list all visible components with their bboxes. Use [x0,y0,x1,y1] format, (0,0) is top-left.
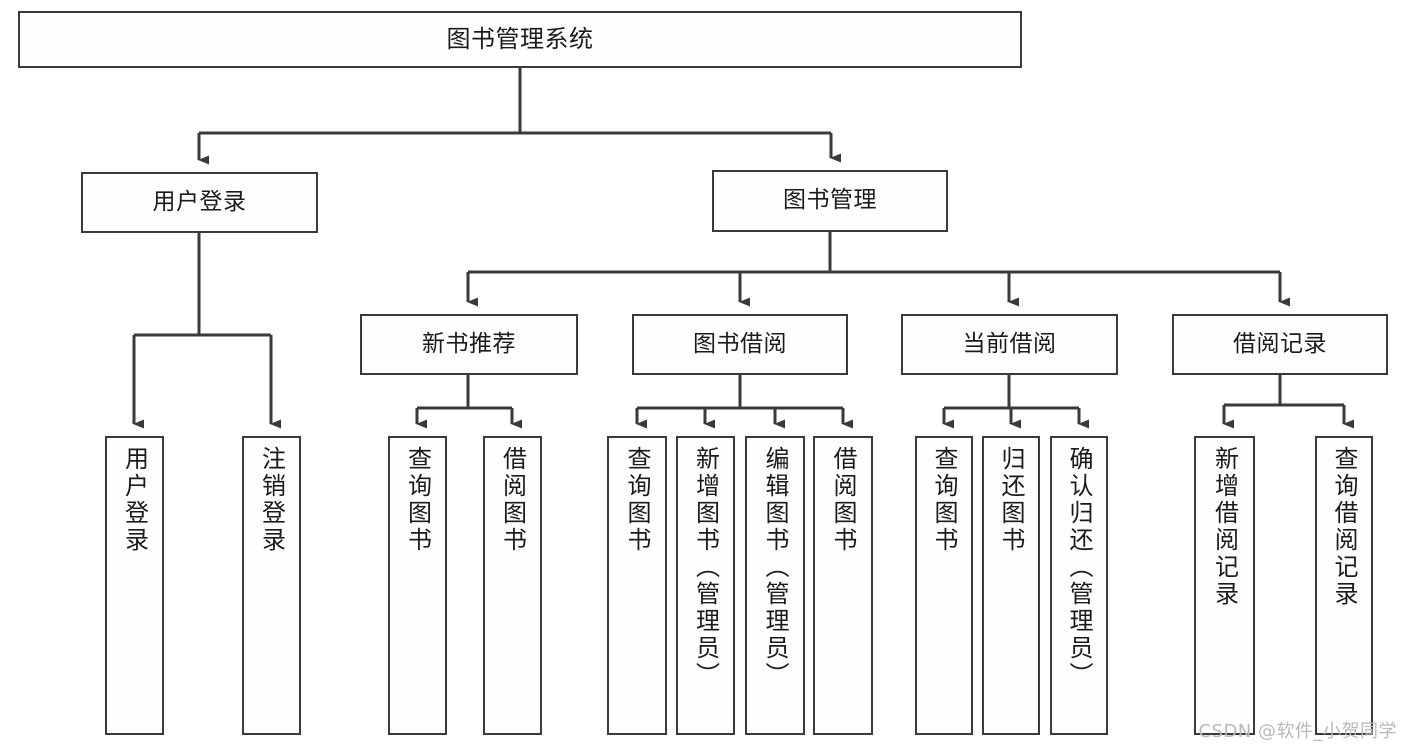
node-leaf-confirm-return[interactable]: 确认归还（管理员） [1050,436,1108,735]
node-leaf-logout[interactable]: 注销登录 [242,436,301,735]
node-label: 用户登录 [152,188,247,215]
node-label: 用户登录 [120,446,149,554]
node-leaf-query-borrow-record[interactable]: 查询借阅记录 [1315,436,1373,735]
node-leaf-add-book[interactable]: 新增图书（管理员） [676,436,735,735]
node-leaf-query-book-borrow[interactable]: 查询图书 [607,436,667,735]
node-label: 图书管理系统 [446,25,594,54]
node-label: 确认归还（管理员） [1065,446,1093,689]
node-leaf-add-borrow-record[interactable]: 新增借阅记录 [1194,436,1255,735]
node-leaf-borrow-book-recommend[interactable]: 借阅图书 [483,436,542,735]
node-label: 借阅记录 [1233,330,1327,357]
node-new-book-recommend[interactable]: 新书推荐 [360,314,578,375]
node-label: 借阅图书 [829,446,857,554]
node-book-manage[interactable]: 图书管理 [712,170,948,232]
node-leaf-borrow-book[interactable]: 借阅图书 [813,436,873,735]
node-leaf-query-book-current[interactable]: 查询图书 [915,436,973,735]
node-label: 查询图书 [403,446,432,554]
node-label: 新增图书（管理员） [691,446,720,689]
node-label: 编辑图书（管理员） [761,446,789,689]
node-label: 当前借阅 [962,330,1057,357]
watermark: CSDN @软件_小贺同学 [1198,721,1397,742]
node-label: 图书管理 [783,187,877,214]
node-borrow-record[interactable]: 借阅记录 [1172,314,1388,375]
node-root-system[interactable]: 图书管理系统 [18,11,1022,68]
node-label: 新增借阅记录 [1210,446,1239,608]
node-label: 查询图书 [930,446,958,554]
node-user-login[interactable]: 用户登录 [81,172,318,233]
node-leaf-query-book-recommend[interactable]: 查询图书 [388,436,447,735]
node-book-borrow[interactable]: 图书借阅 [632,314,848,375]
node-label: 归还图书 [997,446,1025,554]
node-label: 图书借阅 [693,330,787,357]
node-current-borrow[interactable]: 当前借阅 [901,314,1118,375]
node-label: 借阅图书 [498,446,527,554]
node-leaf-edit-book[interactable]: 编辑图书（管理员） [745,436,805,735]
node-label: 查询图书 [623,446,651,554]
node-label: 注销登录 [257,446,286,554]
node-leaf-user-login[interactable]: 用户登录 [105,436,164,735]
node-label: 查询借阅记录 [1330,446,1358,608]
node-leaf-return-book[interactable]: 归还图书 [982,436,1040,735]
node-label: 新书推荐 [422,330,516,357]
